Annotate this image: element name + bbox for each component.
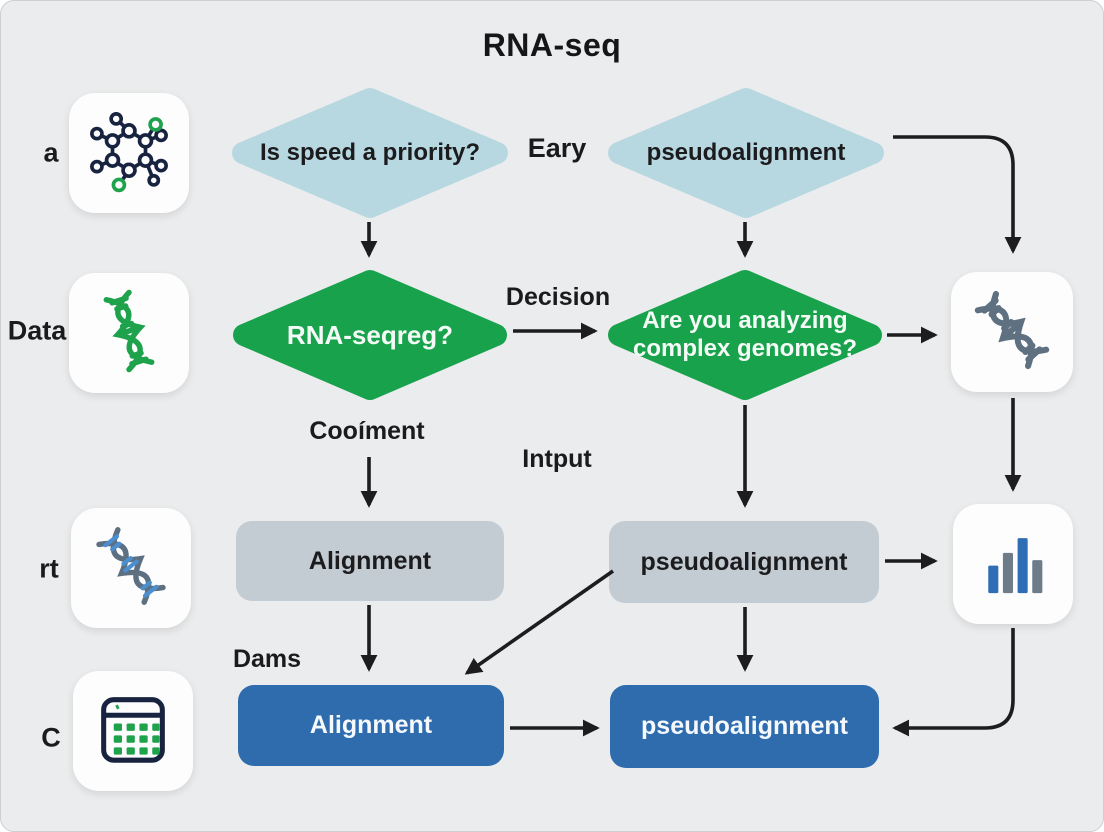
decision-speed-priority-text: Is speed a priority? [259, 138, 481, 166]
label-cooiment: Cooíment [309, 417, 425, 445]
sidebar-card-dna-green [69, 273, 189, 393]
sidebar-card-calendar [73, 671, 193, 791]
sidebar-label-a: a [43, 137, 59, 168]
molecule-icon [85, 107, 173, 200]
arrow-pseudotop-to-dnacard [893, 135, 1022, 254]
process-alignment-gray: Alignment [236, 521, 504, 601]
label-dams: Dams [232, 645, 302, 673]
dna-green-icon [85, 287, 173, 380]
decision-speed-priority: Is speed a priority? [231, 87, 509, 219]
dna-strand-card [951, 272, 1073, 392]
decision-pseudoalignment-top: pseudoalignment [607, 87, 885, 219]
dna-blue-icon [87, 522, 175, 615]
page-title: RNA-seq [482, 27, 622, 63]
sidebar-label-data: Data [7, 315, 67, 346]
decision-rna-seq: RNA-seqreg? [232, 269, 508, 401]
dna-strand-icon [967, 285, 1057, 380]
decision-pseudoalignment-top-text: pseudoalignment [646, 138, 846, 166]
arrow-barchart-to-bluepseudo [892, 628, 1015, 737]
process-pseudoalignment-gray: pseudoalignment [609, 521, 879, 603]
process-pseudoalignment-blue: pseudoalignment [610, 685, 879, 768]
label-decision: Decision [505, 283, 611, 311]
decision-rna-seq-text: RNA-seqreg? [286, 319, 454, 350]
sidebar-card-molecule [69, 93, 189, 213]
calendar-icon [89, 685, 177, 778]
label-intput: Intput [522, 445, 592, 473]
bar-chart-icon [969, 518, 1057, 611]
decision-complex-genomes-text: Are you analyzing complex genomes? [632, 306, 858, 362]
decision-complex-genomes: Are you analyzing complex genomes? [607, 269, 883, 401]
bar-chart-card [953, 504, 1073, 624]
label-eary: Eary [527, 133, 587, 163]
process-alignment-blue: Alignment [238, 685, 504, 766]
sidebar-label-rt: rt [39, 553, 59, 584]
sidebar-card-dna-blue [71, 508, 191, 628]
sidebar-label-c: C [41, 722, 61, 753]
